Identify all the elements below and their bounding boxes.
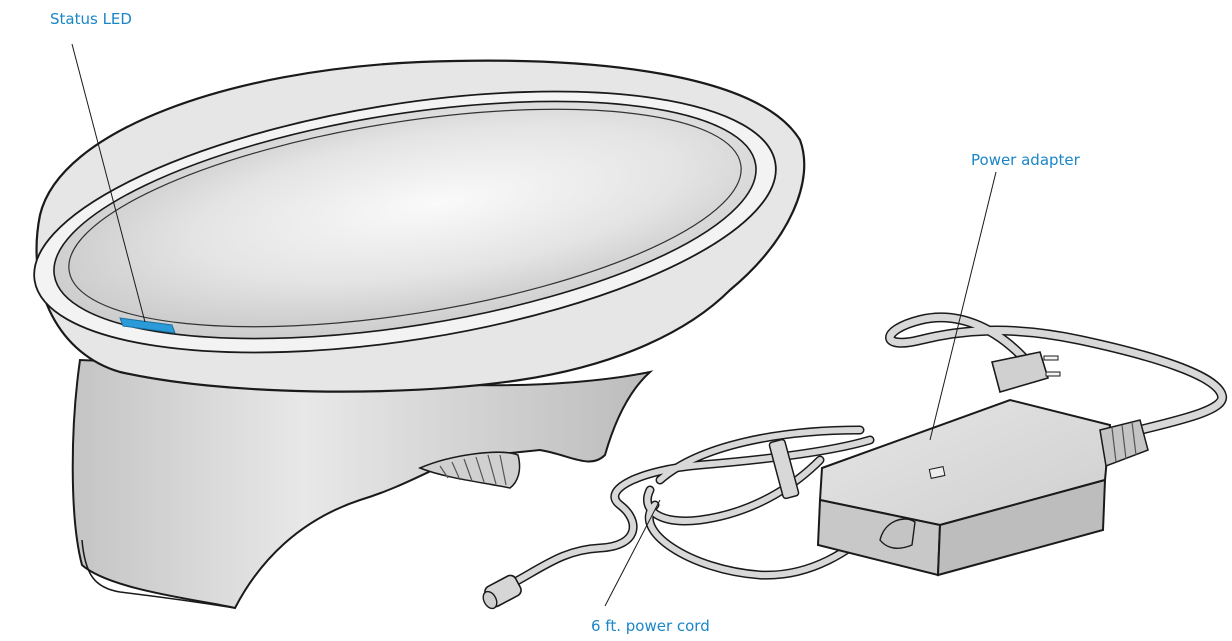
cord-tie: [769, 439, 799, 499]
power-adapter-leader: [930, 172, 996, 440]
router-base: [73, 360, 650, 608]
ac-plug: [992, 352, 1060, 392]
power-adapter: [818, 400, 1148, 575]
